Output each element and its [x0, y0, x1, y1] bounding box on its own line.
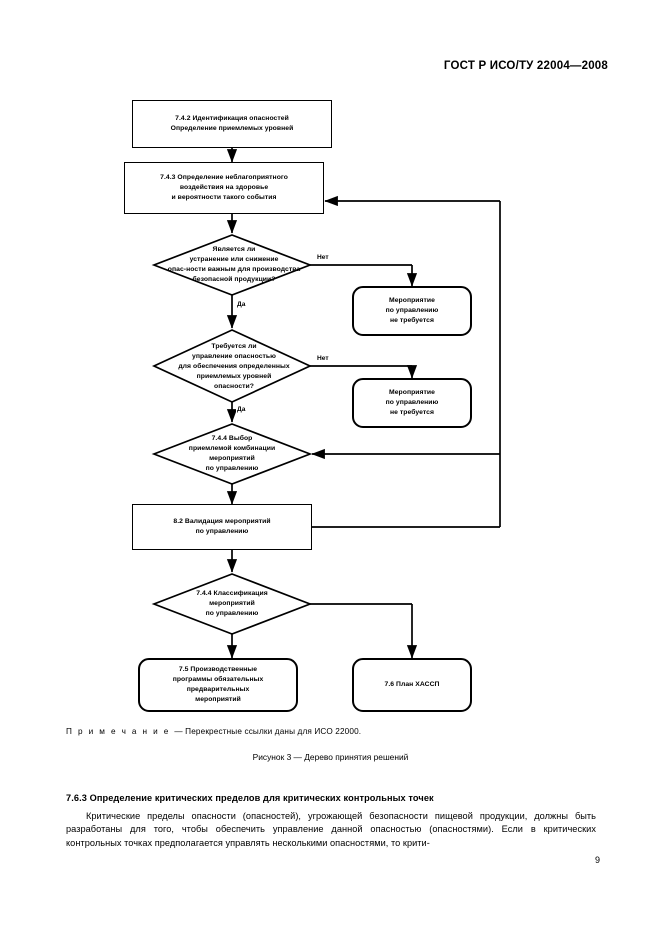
section-paragraph: Критические пределы опасности (опасносте… — [66, 811, 596, 848]
branch-label-no-1: Нет — [316, 254, 330, 261]
note-label: П р и м е ч а н и е — [66, 727, 175, 736]
figure-caption: Рисунок 3 — Дерево принятия решений — [252, 752, 409, 762]
branch-label-no-2: Нет — [316, 355, 330, 362]
flowchart-connectors — [151, 148, 501, 659]
branch-label-yes-1: Да — [236, 301, 247, 308]
note-text: — Перекрестные ссылки даны для ИСО 22000… — [174, 727, 362, 736]
branch-label-yes-2: Да — [236, 406, 247, 413]
diamond-control-needed-shape — [151, 329, 313, 403]
section-heading: 7.6.3 Определение критических пределов д… — [66, 793, 434, 803]
document-header-standard-title: ГОСТ Р ИСО/ТУ 22004—2008 — [443, 60, 608, 72]
diamond-elimination-shape — [151, 234, 313, 296]
note-paragraph: П р и м е ч а н и е — Перекрестные ссылк… — [66, 727, 361, 736]
diamond-classification-shape — [151, 573, 313, 635]
diamond-combination-shape — [151, 423, 313, 485]
page-number: 9 — [594, 855, 600, 865]
decision-tree-flowchart: 7.4.2 Идентификация опасностей Определен… — [0, 88, 661, 728]
